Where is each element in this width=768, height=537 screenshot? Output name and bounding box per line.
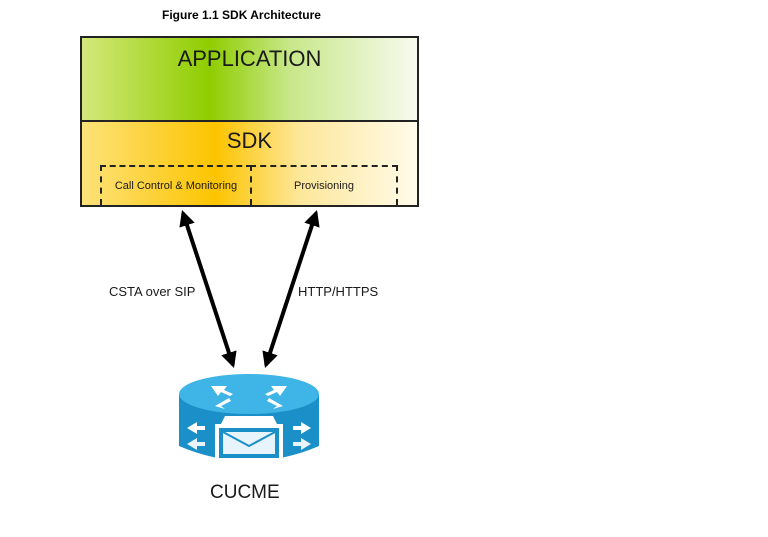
- figure-title: Figure 1.1 SDK Architecture: [162, 8, 321, 22]
- http-arrow: [262, 209, 320, 369]
- application-label: APPLICATION: [177, 46, 322, 71]
- sdk-layer: SDK Call Control & Monitoring Provisioni…: [80, 120, 419, 207]
- provisioning-module: Provisioning: [250, 165, 398, 205]
- cisco-router-icon: [179, 374, 319, 462]
- csta-label: CSTA over SIP: [109, 284, 196, 299]
- call-control-label: Call Control & Monitoring: [114, 180, 238, 192]
- cucme-label: CUCME: [210, 482, 280, 503]
- provisioning-label: Provisioning: [294, 180, 354, 192]
- csta-arrow: [179, 209, 237, 369]
- http-label: HTTP/HTTPS: [298, 284, 379, 299]
- application-layer: APPLICATION: [80, 36, 419, 120]
- sdk-label: SDK: [226, 128, 273, 153]
